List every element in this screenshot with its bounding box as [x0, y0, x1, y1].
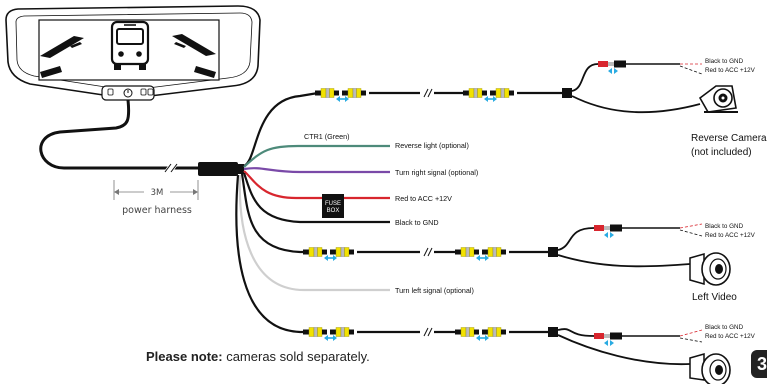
- harness-name-label: power harness: [122, 205, 192, 216]
- power-harness-cable: [39, 99, 198, 170]
- junction-connector: [198, 162, 238, 176]
- cameras-note: Please note: cameras sold separately.: [146, 349, 370, 364]
- harness-dimension: 3M power harness: [113, 180, 199, 216]
- turn-left-label: Turn left signal (optional): [395, 286, 474, 295]
- turn-right-wire: [243, 167, 390, 174]
- turn-right-label: Turn right signal (optional): [395, 168, 478, 177]
- black-gnd-label: Black to GND: [395, 218, 439, 227]
- right-camera-icon: [689, 353, 731, 384]
- svg-text:BOX: BOX: [327, 208, 340, 214]
- svg-text:FUSE: FUSE: [325, 201, 341, 207]
- cam2-red-label: Red to ACC +12V: [705, 232, 756, 239]
- black-gnd-wire: [242, 172, 390, 224]
- red-acc-label: Red to ACC +12V: [395, 194, 452, 203]
- rear-view-mirror: [5, 5, 261, 101]
- ctr1-wire: [243, 144, 390, 168]
- page-number-badge: 3: [751, 350, 767, 378]
- video-cable-row-3: [303, 327, 703, 366]
- note-bold: Please note:: [146, 349, 223, 364]
- cam3-red-label: Red to ACC +12V: [705, 333, 756, 340]
- cam2-black-label: Black to GND: [705, 223, 744, 230]
- cam1-red-label: Red to ACC +12V: [705, 67, 756, 74]
- bus-icon: [110, 20, 150, 70]
- video-cable-row-1: [315, 60, 703, 114]
- reverse-camera-title: Reverse Camera: [691, 133, 767, 144]
- left-video-label: Left Video: [692, 292, 737, 303]
- ctr1-label: CTR1 (Green): [304, 132, 350, 141]
- note-text: cameras sold separately.: [222, 349, 370, 364]
- cam1-black-label: Black to GND: [705, 58, 744, 65]
- fuse-box: FUSE BOX: [322, 194, 344, 218]
- video-cable-row-2: [303, 223, 703, 268]
- reverse-light-label: Reverse light (optional): [395, 141, 469, 150]
- left-camera-icon: [689, 252, 731, 286]
- harness-length-label: 3M: [151, 188, 164, 198]
- reverse-camera-icon: [698, 85, 738, 113]
- cam3-black-label: Black to GND: [705, 324, 744, 331]
- red-acc-wire: [243, 170, 390, 200]
- turn-left-wire: [238, 174, 390, 292]
- reverse-camera-note: (not included): [691, 147, 752, 158]
